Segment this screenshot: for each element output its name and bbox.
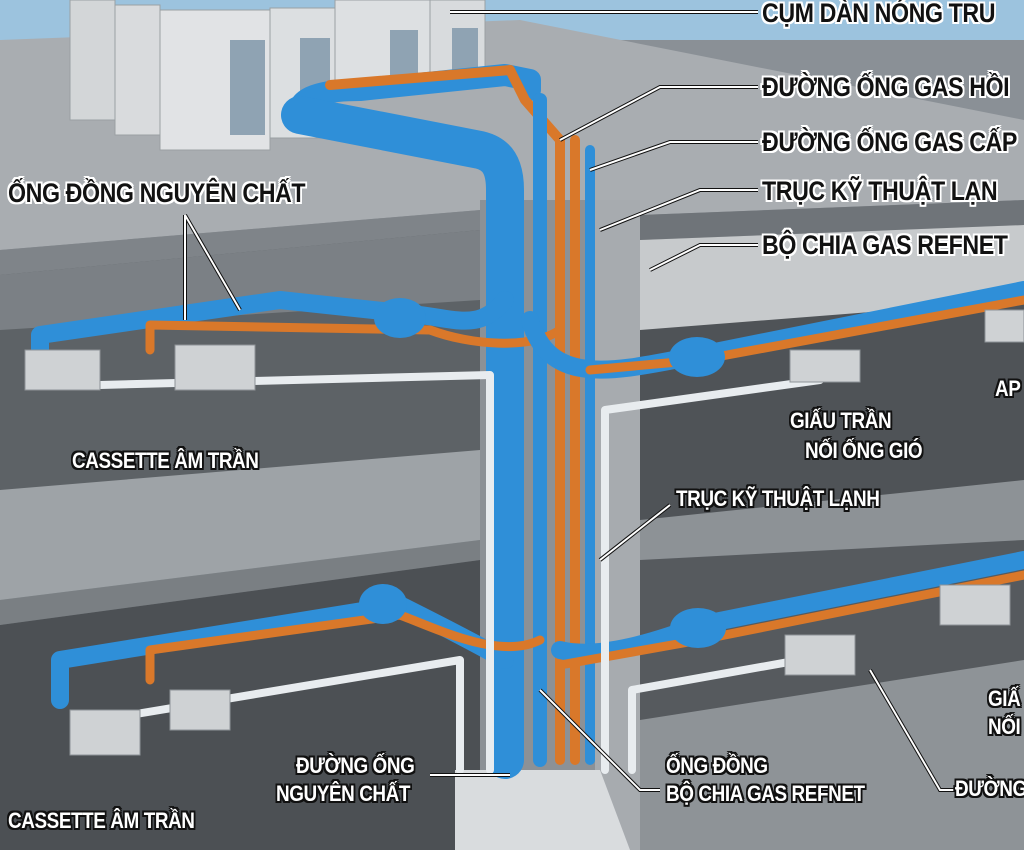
cassette-unit: [169, 689, 231, 731]
lower-floor-right-light: [640, 660, 1024, 850]
ducted-unit: [784, 634, 856, 676]
label-ducted-lower-1: GIẤ: [988, 686, 1021, 711]
label-drain-line-partial: ĐƯỜNG: [955, 776, 1024, 801]
drain-pipe-lower-right: [628, 656, 804, 774]
ducted-unit: [984, 309, 1024, 343]
upper-left-blue-branch: [31, 291, 514, 374]
shaft-cutaway-base: [455, 770, 630, 850]
label-copper-refnet-2: BỘ CHIA GAS REFNET: [666, 781, 865, 806]
drain-pipe-upper-right: [601, 376, 824, 774]
cassette-unit: [69, 709, 141, 756]
mid-slab-left-edge: [0, 540, 480, 625]
label-refrigeration-shaft-top: TRỤC KỸ THUẬT LẠN: [762, 176, 998, 206]
ducted-unit: [789, 349, 861, 383]
gas-supply-pipe-roof: [325, 65, 565, 765]
roof-right-edge: [640, 200, 1024, 240]
label-gas-return-line: ĐƯỜNG ỐNG GAS HỒI: [762, 72, 1010, 102]
main-riser-blue: [281, 96, 524, 779]
lower-floor-left: [0, 560, 480, 850]
label-pure-pipe-2: NGUYÊN CHẤT: [276, 781, 411, 806]
label-refnet-joint: BỘ CHIA GAS REFNET: [762, 230, 1008, 260]
label-copper-refnet-1: ỐNG ĐỒNG: [666, 753, 768, 778]
indoor-units: [24, 309, 1024, 756]
refnet-upper-right: [669, 337, 725, 377]
label-ducted-lower-2: NỐI: [988, 714, 1021, 739]
mid-slab-right: [640, 480, 1024, 560]
label-ducted-upper-1: GIẤU TRẦN: [790, 408, 892, 433]
label-pure-copper-pipe: ỐNG ĐỒNG NGUYÊN CHẤT: [8, 178, 306, 208]
mid-slab-left: [0, 450, 480, 600]
ducted-unit: [939, 584, 1011, 626]
pipes: [31, 64, 1024, 779]
label-refrigeration-shaft-mid: TRỤC KỸ THUẬT LẠNH: [676, 486, 880, 511]
label-cassette-lower: CASSETTE ÂM TRẦN: [8, 808, 195, 833]
label-outdoor-unit-cluster: CỤM DÀN NÓNG TRU: [762, 0, 996, 28]
label-pure-pipe-1: ĐƯỜNG ỐNG: [296, 753, 415, 778]
label-cassette-upper: CASSETTE ÂM TRẦN: [72, 448, 259, 473]
leader-lines: [183, 10, 955, 792]
label-ducted-upper-2: NỐI ỐNG GIÓ: [805, 438, 923, 463]
label-ap-partial: AP: [995, 376, 1021, 401]
label-gas-supply-line: ĐƯỜNG ỐNG GAS CẤP: [762, 127, 1017, 157]
refnet-lower-right: [670, 608, 726, 648]
refnet-upper-left: [374, 298, 426, 338]
cassette-unit: [24, 349, 101, 391]
refnet-lower-left: [359, 584, 407, 624]
cassette-unit: [174, 344, 256, 391]
